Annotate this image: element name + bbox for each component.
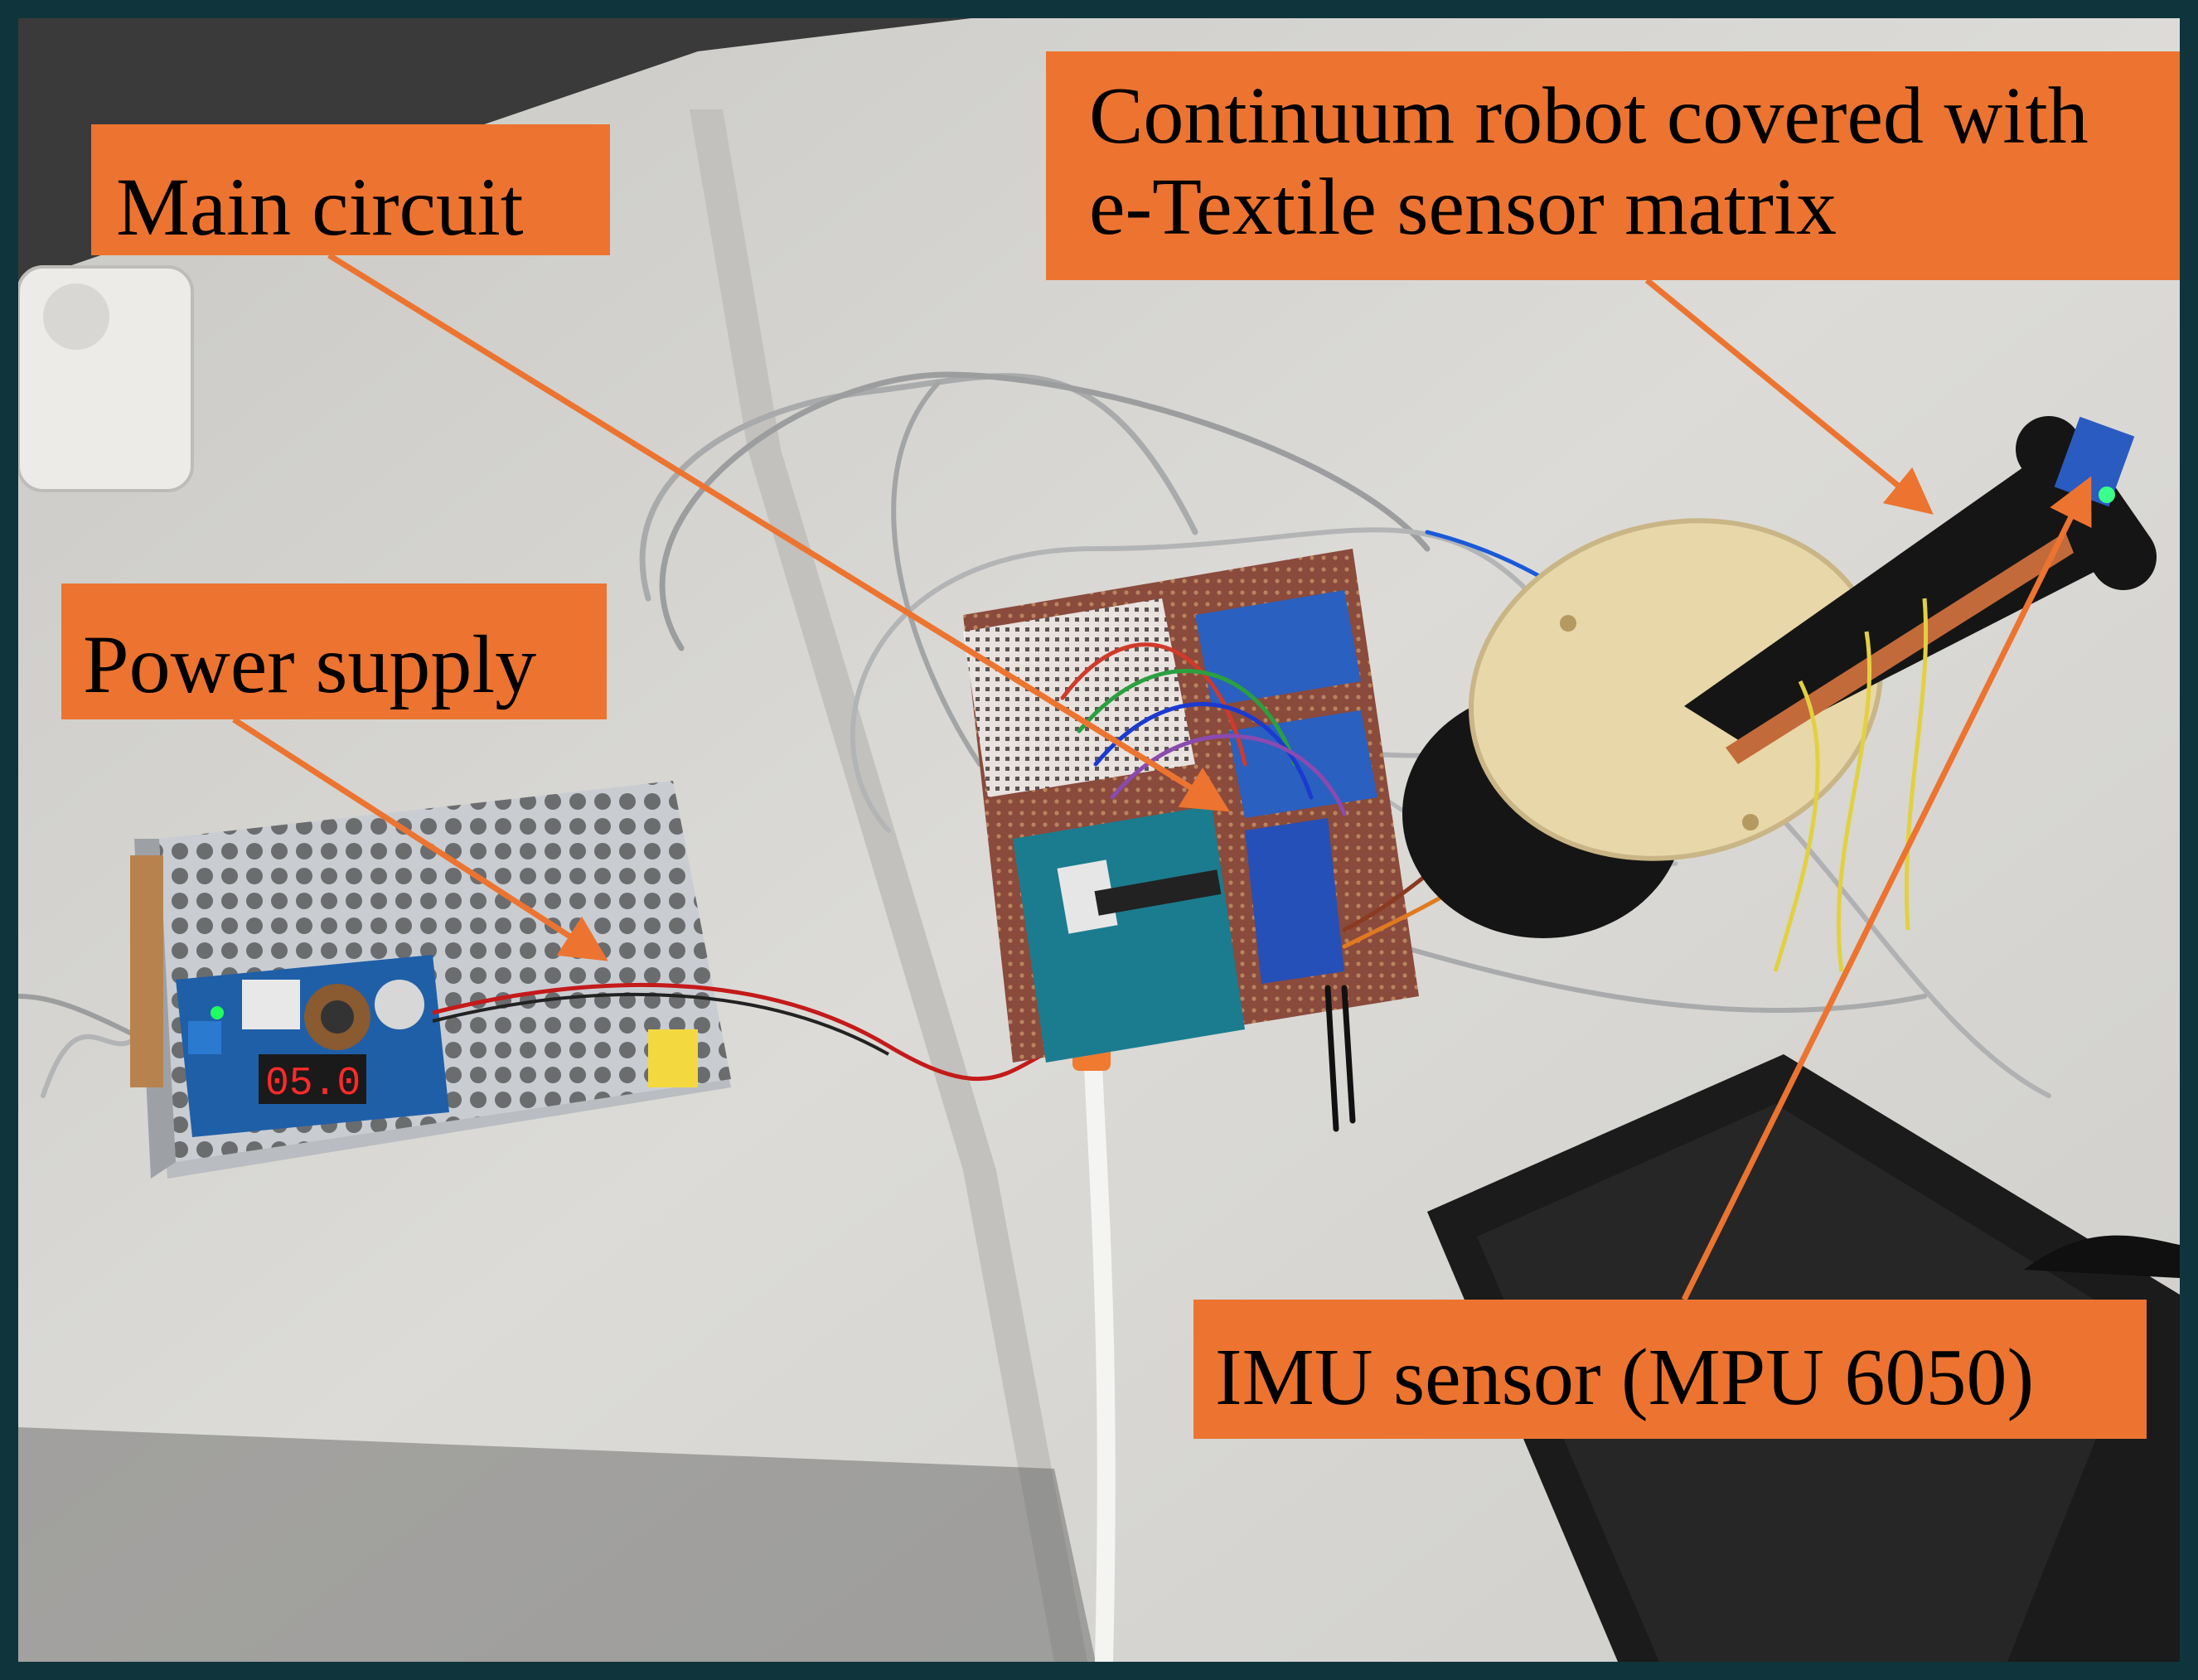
dark-floor-bottom bbox=[18, 1427, 1096, 1662]
robot-base bbox=[1402, 518, 1883, 938]
pwm-driver-board bbox=[1245, 818, 1344, 984]
e-textile-strip bbox=[1726, 532, 2074, 764]
sensor-boards bbox=[1195, 590, 1361, 706]
plug-socket-icon bbox=[43, 283, 109, 350]
annotation-arrows bbox=[232, 253, 2092, 1301]
yellow-wires bbox=[1773, 598, 1929, 972]
label-imu-sensor-text: IMU sensor (MPU 6050) bbox=[1215, 1333, 2035, 1422]
arrow-imu bbox=[1681, 476, 2092, 1301]
label-imu-sensor: IMU sensor (MPU 6050) bbox=[1193, 1300, 2147, 1439]
label-robot-line1: Continuum robot covered with bbox=[1089, 71, 2089, 161]
usb-cable bbox=[1082, 1012, 1116, 1662]
label-continuum-robot: Continuum robot covered with e-Textile s… bbox=[1046, 51, 2180, 280]
voltage-display bbox=[259, 1054, 366, 1104]
label-power-supply: Power supply bbox=[61, 583, 607, 719]
arrow-robot bbox=[1644, 278, 1934, 515]
label-main-circuit: Main circuit bbox=[91, 124, 610, 255]
robot-disc bbox=[1471, 520, 1881, 859]
arrow-power-supply bbox=[232, 717, 608, 961]
arduino-board bbox=[1013, 806, 1245, 1063]
power-wire bbox=[432, 982, 1097, 1081]
imu-led bbox=[2099, 487, 2115, 503]
voltage-readout: 05.0 bbox=[265, 1062, 361, 1106]
label-power-supply-text: Power supply bbox=[83, 618, 537, 710]
desk-seam-shadow bbox=[690, 109, 1087, 1662]
wall-plug-device bbox=[18, 265, 194, 492]
arrow-main-circuit bbox=[327, 253, 1230, 812]
dark-background-corner bbox=[18, 18, 971, 283]
label-robot-line2: e-Textile sensor matrix bbox=[1089, 162, 1837, 252]
buck-converter-module: 05.0 bbox=[176, 955, 449, 1137]
main-circuit-board bbox=[963, 549, 1419, 1063]
label-main-circuit-text: Main circuit bbox=[116, 161, 524, 253]
power-wire-black bbox=[432, 993, 889, 1056]
